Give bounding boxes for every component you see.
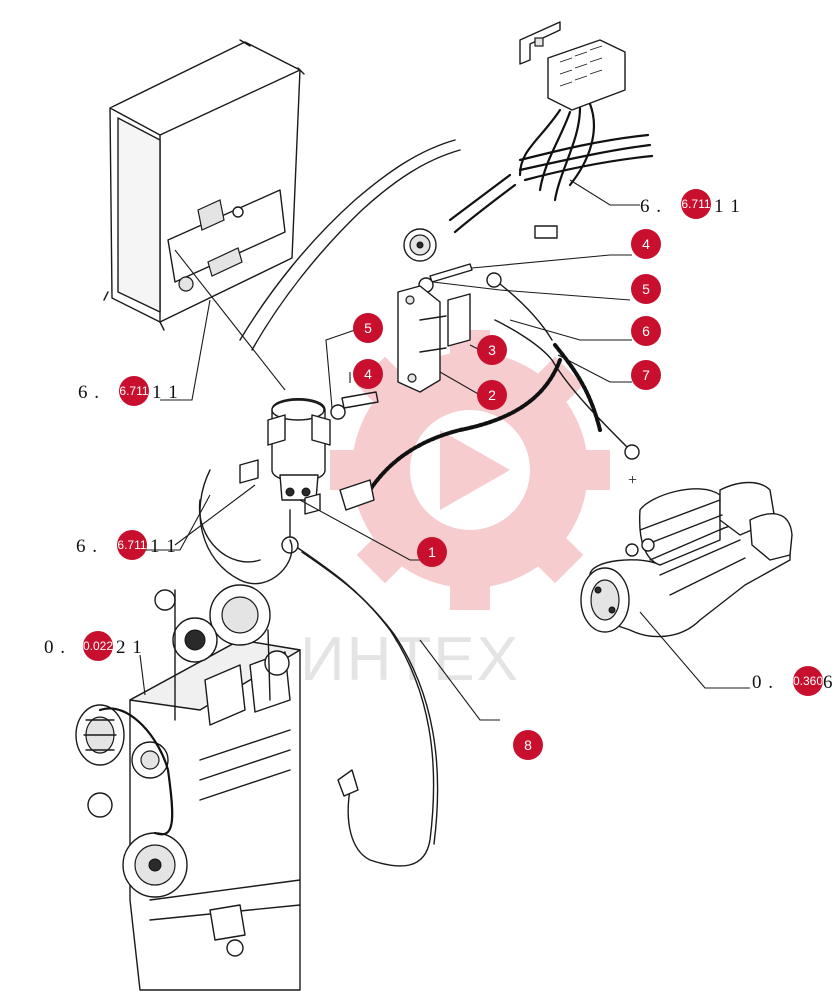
svg-text:1: 1: [428, 544, 436, 560]
relay-bracket: [397, 285, 471, 393]
svg-text:1 1: 1 1: [150, 536, 177, 557]
svg-text:0 .: 0 .: [752, 672, 774, 693]
svg-text:6 .: 6 .: [640, 196, 662, 217]
svg-text:8: 8: [524, 737, 532, 753]
svg-text:6: 6: [642, 323, 650, 339]
svg-text:6 .: 6 .: [76, 536, 98, 557]
callout-2: 2: [477, 380, 507, 410]
watermark-text: ИНТЕХ: [300, 625, 520, 694]
callout-8: 8: [513, 730, 543, 760]
callout-4-top: 4: [631, 229, 661, 259]
crank-pulley: [122, 832, 188, 898]
svg-text:6.711: 6.711: [119, 384, 148, 398]
watermark: ИНТЕХ: [300, 330, 610, 694]
callout-3: 3: [477, 335, 507, 365]
svg-text:1 1: 1 1: [714, 196, 741, 217]
callout-5-left: 5: [353, 313, 383, 343]
ref-harness: 6 . 6.711 1 1: [640, 189, 741, 219]
svg-text:2 1: 2 1: [116, 637, 143, 658]
svg-text:3: 3: [488, 342, 496, 358]
alternator: [75, 704, 125, 766]
control-box: [103, 39, 305, 331]
starter-motor: [580, 481, 793, 638]
callout-1: 1: [417, 537, 447, 567]
svg-text:5: 5: [364, 320, 372, 336]
svg-text:6.711: 6.711: [681, 197, 710, 211]
svg-text:4: 4: [364, 366, 372, 382]
engine: [75, 584, 301, 991]
svg-text:0 .: 0 .: [44, 637, 66, 658]
fuse-block: [547, 39, 626, 111]
leader-lines: [139, 179, 750, 721]
svg-text:4: 4: [642, 236, 650, 252]
svg-text:1 1: 1 1: [152, 382, 179, 403]
svg-text:0.022: 0.022: [83, 639, 113, 653]
ref-sensor-wire: 6 . 6.711 1 1: [76, 530, 177, 560]
callout-6: 6: [631, 316, 661, 346]
ref-engine: 0 . 0.022 2 1: [44, 631, 143, 661]
svg-text:5: 5: [642, 281, 650, 297]
callout-5-top: 5: [631, 274, 661, 304]
cables: [198, 343, 602, 867]
ref-starter: 0 . 0.360 6: [752, 666, 834, 696]
svg-text:6: 6: [823, 672, 834, 693]
turbocharger: [154, 584, 271, 663]
svg-text:2: 2: [488, 387, 496, 403]
callout-7: 7: [631, 360, 661, 390]
svg-text:6.711: 6.711: [117, 538, 146, 552]
callout-4-left: 4: [353, 359, 383, 389]
svg-text:6 .: 6 .: [78, 382, 100, 403]
svg-text:7: 7: [642, 367, 650, 383]
svg-text:0.360: 0.360: [793, 674, 823, 688]
positive-terminal-sign: +: [628, 472, 637, 489]
ref-control-box: 6 . 6.711 1 1: [78, 376, 179, 406]
wire-harness: [239, 21, 654, 351]
solenoid: [267, 391, 379, 554]
